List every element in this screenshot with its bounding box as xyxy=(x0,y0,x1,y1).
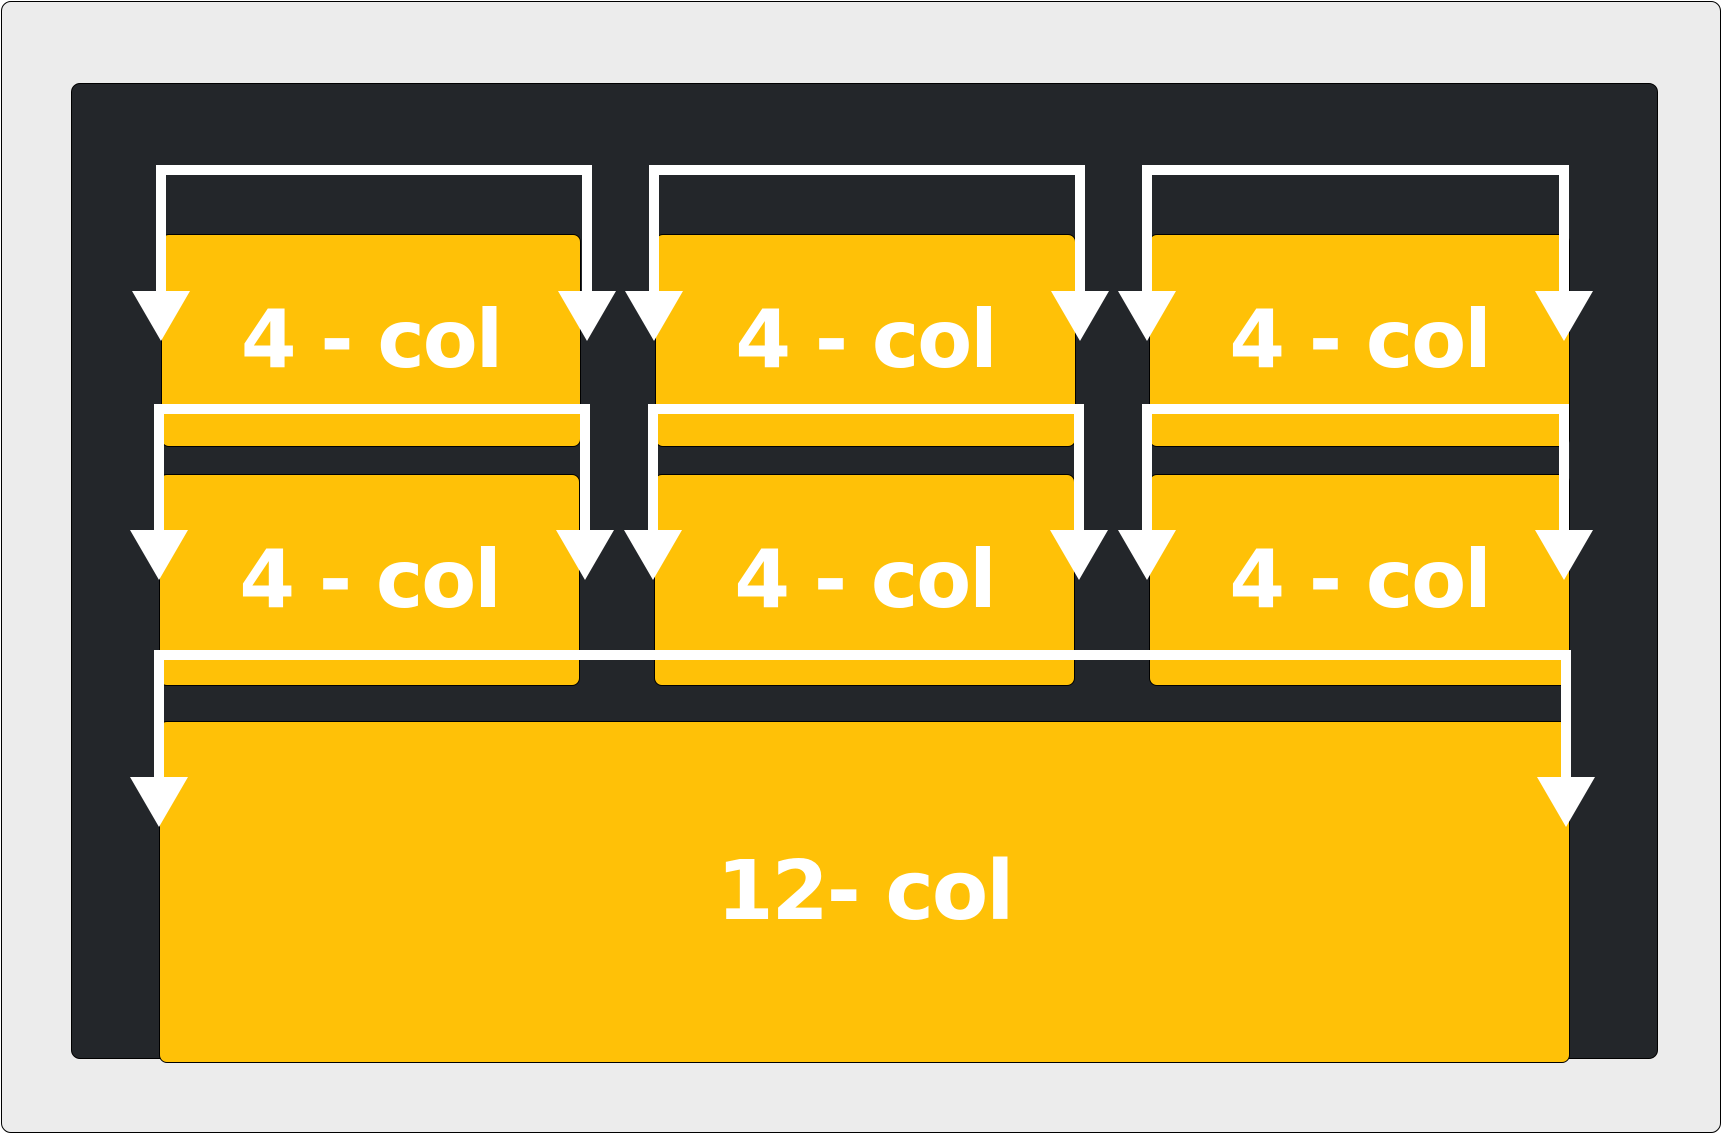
grid-tile-4-col: 4 - col xyxy=(655,234,1076,447)
tile-label: 4 - col xyxy=(1229,533,1491,626)
tile-label: 4 - col xyxy=(240,293,503,386)
tile-label: 4 - col xyxy=(1229,293,1491,386)
grid-tile-4-col: 4 - col xyxy=(1149,234,1570,447)
grid-tile-4-col: 4 - col xyxy=(161,234,581,447)
grid-tile-12-col: 12- col xyxy=(159,721,1570,1063)
tile-label: 12- col xyxy=(716,844,1015,939)
dark-grid-container: 4 - col 4 - col 4 - col 4 - col 4 - col … xyxy=(71,83,1658,1063)
grid-tile-4-col: 4 - col xyxy=(1149,474,1570,686)
tile-label: 4 - col xyxy=(734,533,996,626)
grid-tile-4-col: 4 - col xyxy=(159,474,580,686)
tile-label: 4 - col xyxy=(735,293,997,386)
grid-tile-4-col: 4 - col xyxy=(654,474,1075,686)
tile-label: 4 - col xyxy=(239,533,501,626)
